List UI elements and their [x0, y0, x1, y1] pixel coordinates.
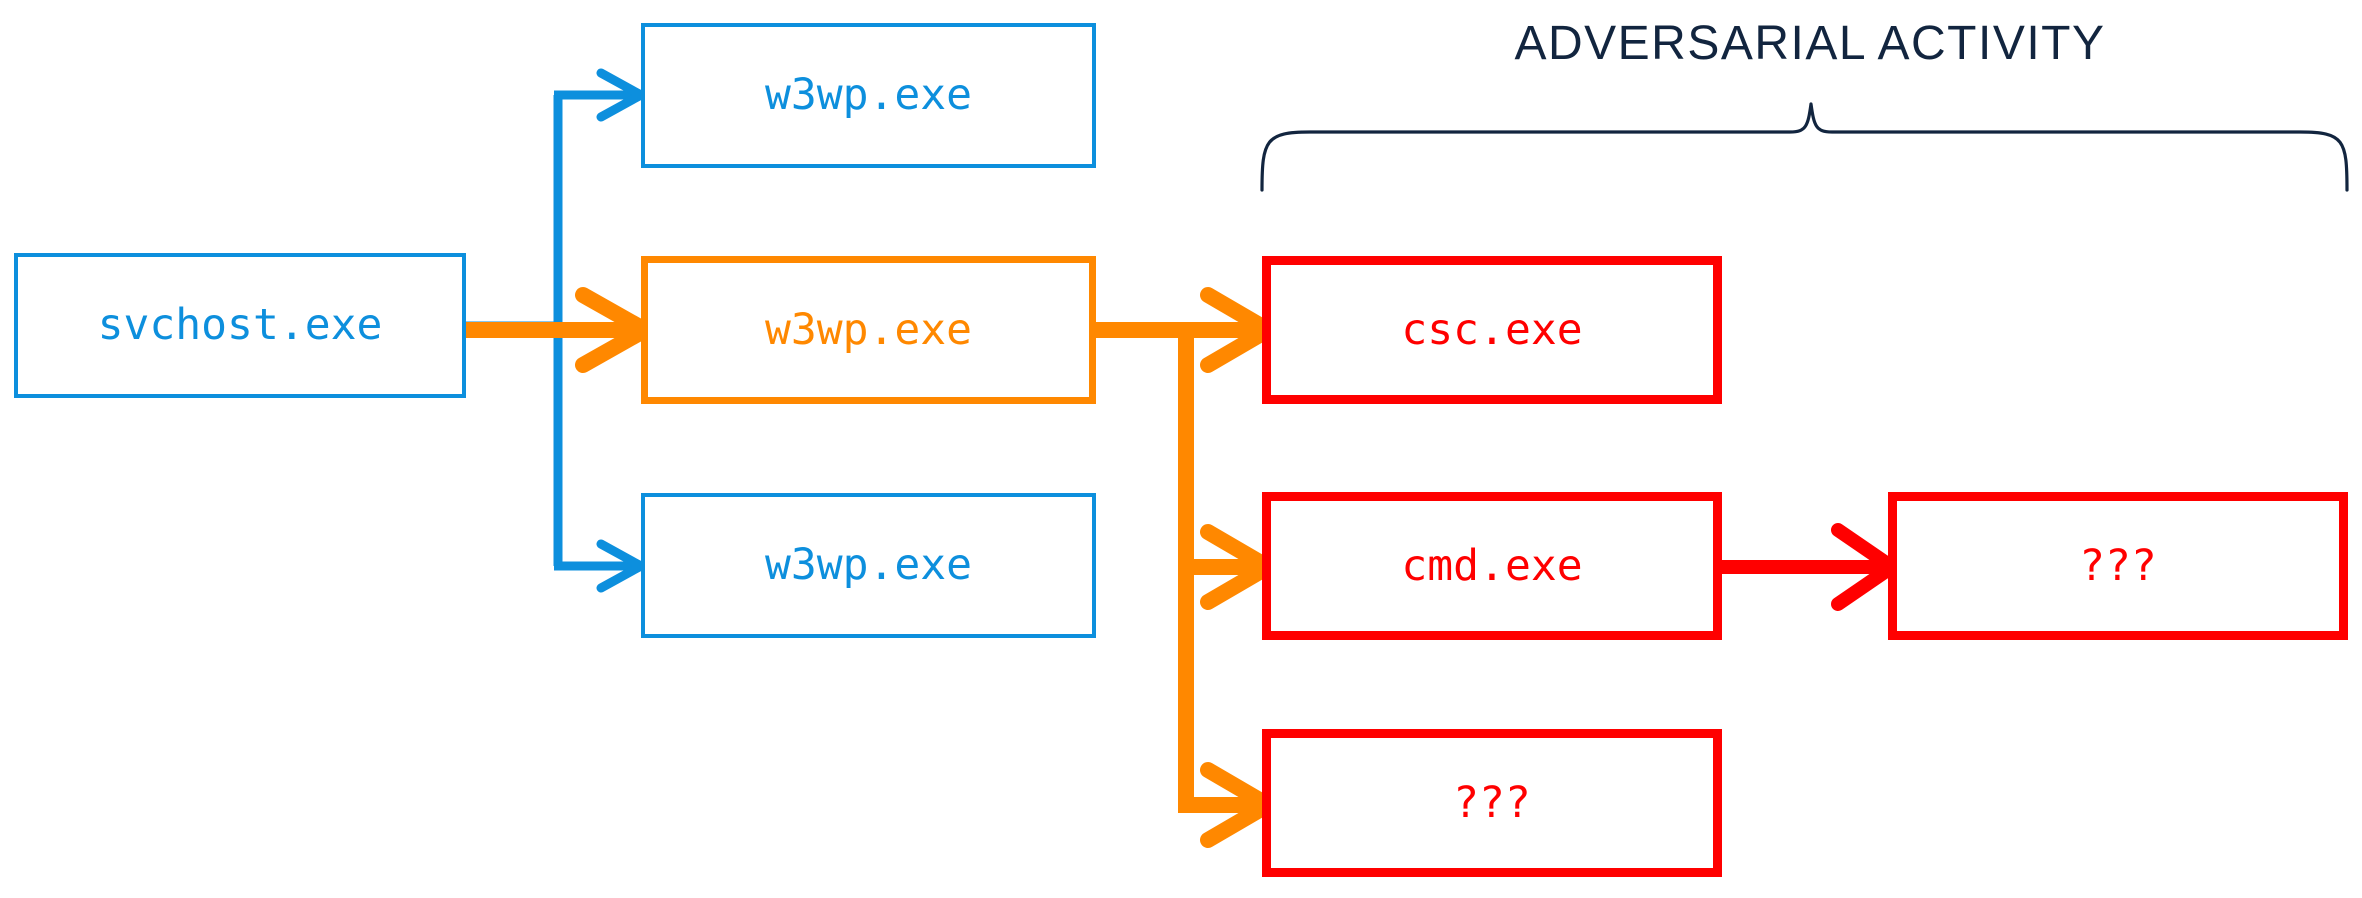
process-node-w3wp-middle[interactable]: w3wp.exe [641, 256, 1096, 404]
process-node-label: w3wp.exe [764, 70, 973, 120]
process-node-label: csc.exe [1401, 304, 1583, 355]
process-node-unknown-bottom[interactable]: ??? [1262, 729, 1722, 877]
process-node-label: ??? [2079, 540, 2157, 591]
process-node-label: w3wp.exe [764, 540, 973, 590]
process-node-label: ??? [1453, 777, 1531, 828]
process-node-svchost[interactable]: svchost.exe [14, 253, 466, 398]
process-node-label: cmd.exe [1401, 540, 1583, 591]
process-node-w3wp-bottom[interactable]: w3wp.exe [641, 493, 1096, 638]
process-node-label: svchost.exe [97, 300, 383, 350]
process-node-csc[interactable]: csc.exe [1262, 256, 1722, 404]
adversarial-group-brace [1260, 102, 2349, 192]
process-node-w3wp-top[interactable]: w3wp.exe [641, 23, 1096, 168]
group-title-adversarial-activity: ADVERSARIAL ACTIVITY [1514, 17, 2106, 70]
process-node-label: w3wp.exe [764, 304, 973, 355]
process-node-unknown-right[interactable]: ??? [1888, 492, 2348, 640]
process-node-cmd[interactable]: cmd.exe [1262, 492, 1722, 640]
edge-w3wp-to-adversarial [1096, 322, 1262, 813]
edge-cmd-to-unknown [1722, 523, 1899, 611]
